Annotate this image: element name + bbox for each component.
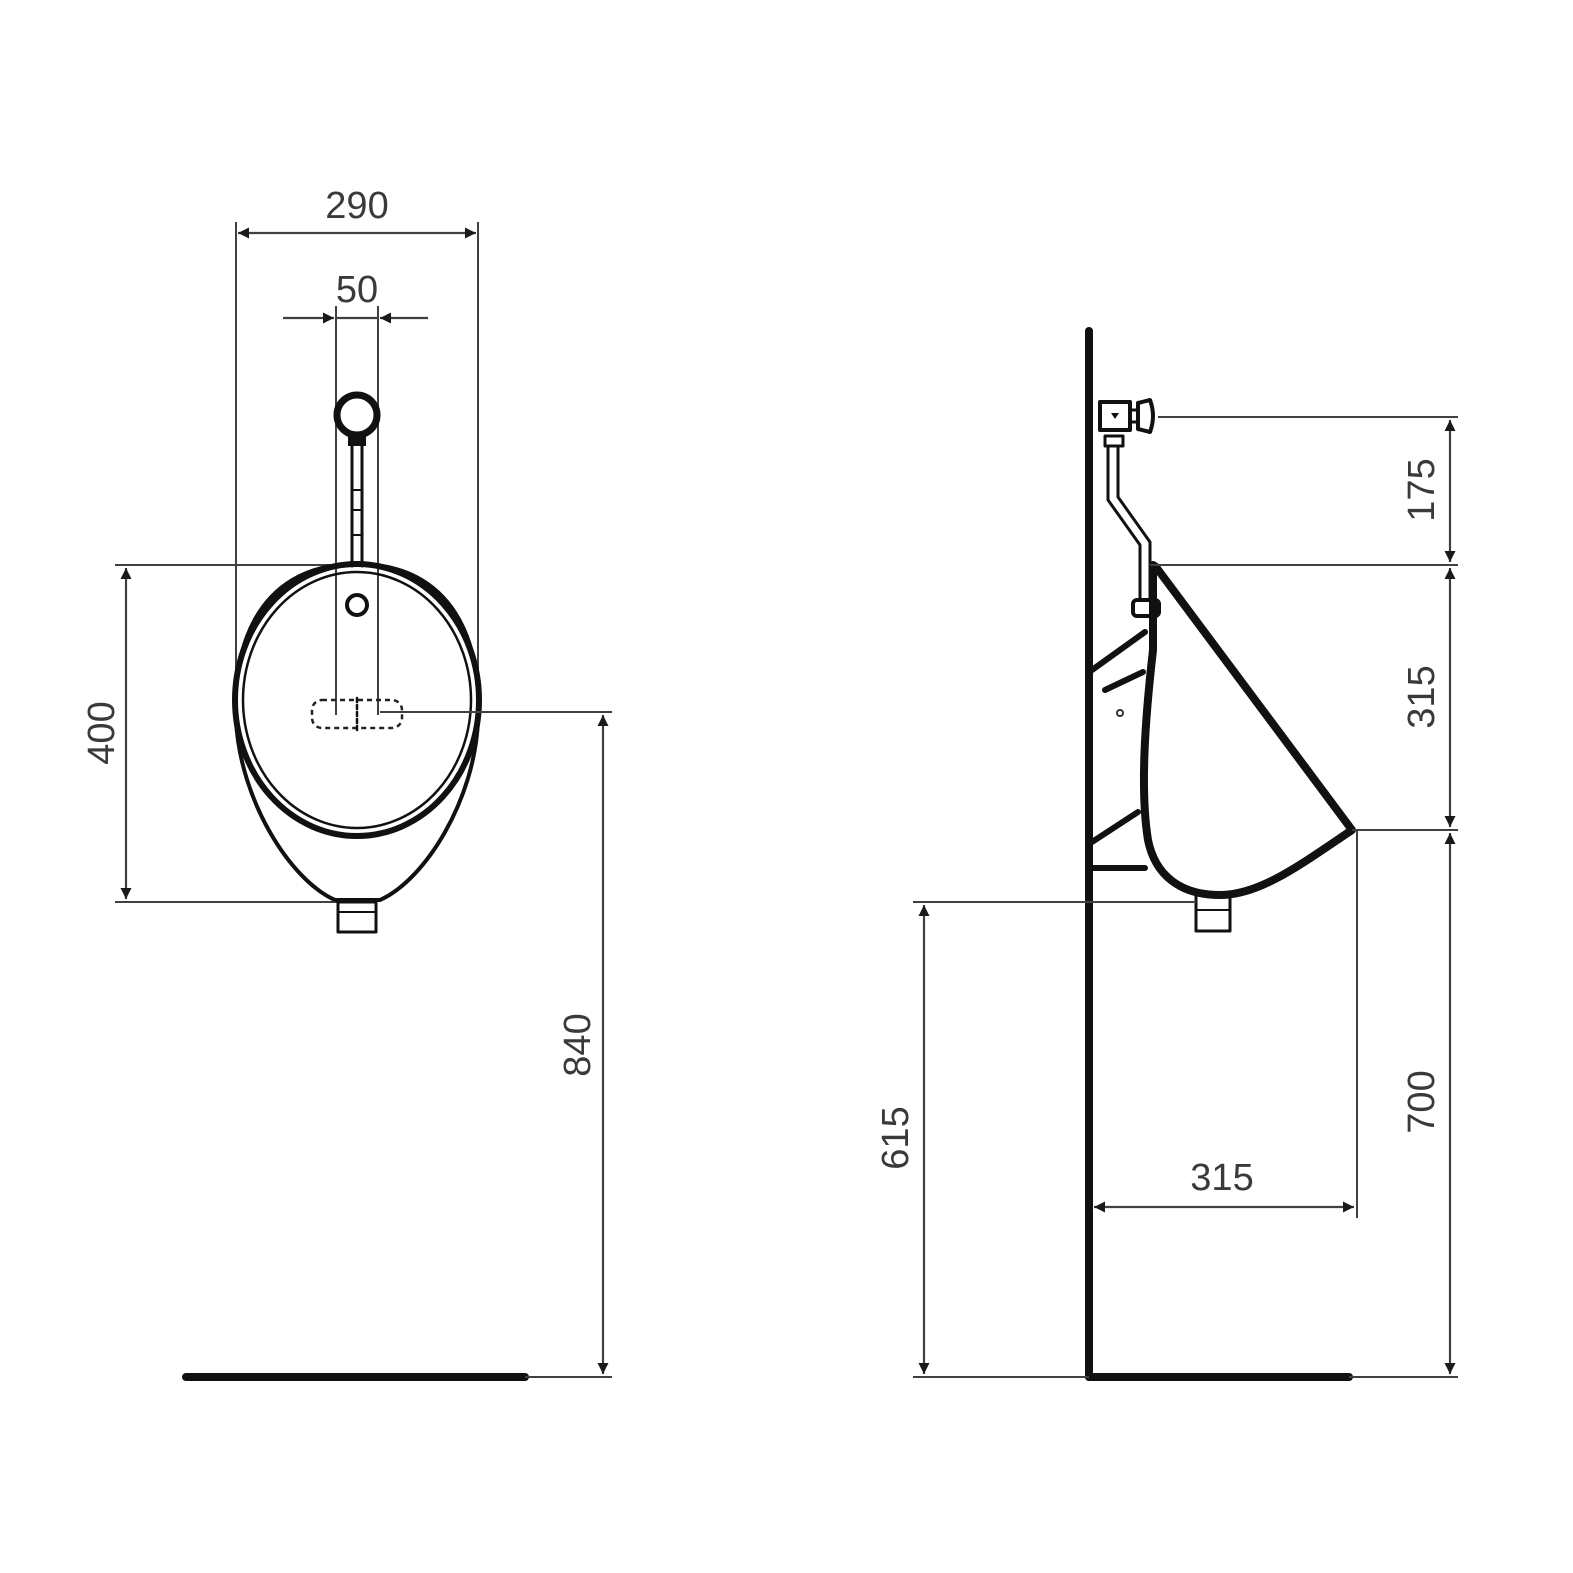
dim-label-290: 290: [325, 185, 388, 227]
dim-label-615: 615: [875, 1106, 917, 1169]
dim-label-700: 700: [1401, 1070, 1443, 1133]
valve-handle: [1136, 398, 1155, 434]
dim-label-400: 400: [81, 701, 123, 764]
front-view: 290 50 400: [81, 185, 612, 1381]
dim-label-315-horizontal: 315: [1190, 1157, 1253, 1199]
dim-label-840: 840: [557, 1013, 599, 1076]
dim-label-175: 175: [1401, 458, 1443, 521]
fixing-point-icon: [1116, 709, 1124, 717]
bowl-rim-outer: [232, 561, 482, 839]
dim-label-315-vertical: 315: [1401, 665, 1443, 728]
waste-outlet: [336, 900, 378, 934]
valve-nut: [348, 432, 366, 446]
upper-bracket: [1089, 629, 1148, 693]
urinal-side-body: [1139, 561, 1356, 899]
side-view: 175 315 700 615 315: [875, 327, 1458, 1381]
dim-label-50: 50: [336, 269, 378, 311]
inlet-hole-icon: [345, 593, 369, 617]
flush-valve-icon: [333, 391, 381, 439]
flush-pipe: [1106, 444, 1142, 602]
lower-bracket: [1089, 809, 1148, 871]
valve-marker-icon: [1111, 413, 1119, 419]
bowl-rim-inner: [241, 570, 473, 830]
waste-outlet-side: [1194, 893, 1232, 933]
